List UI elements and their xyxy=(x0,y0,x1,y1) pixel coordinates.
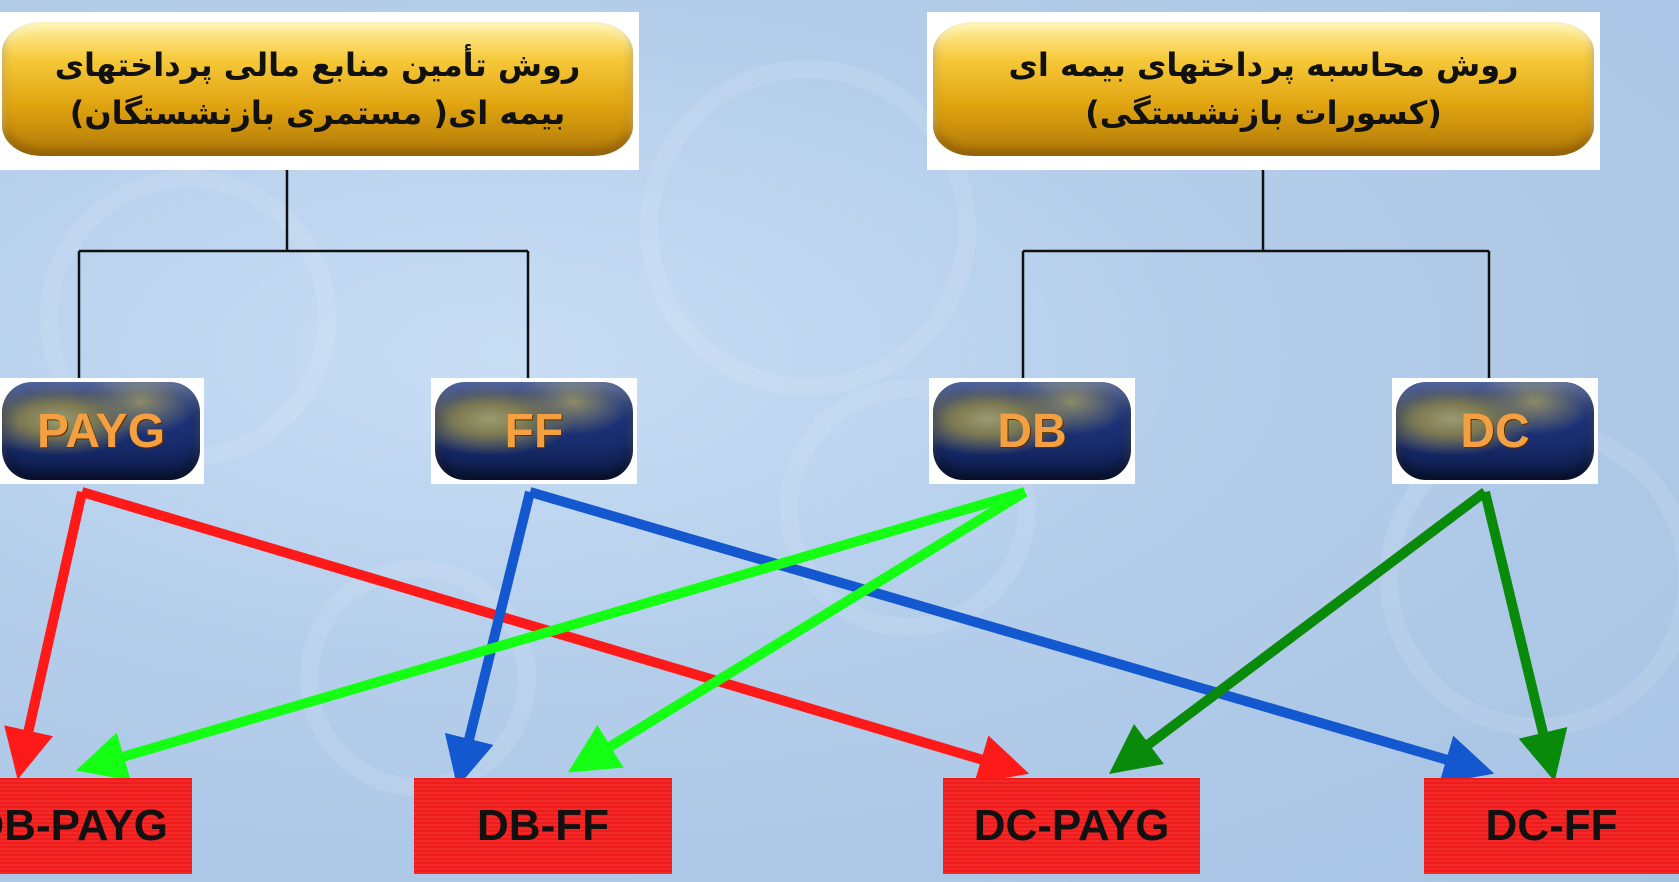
node-payg: PAYG xyxy=(0,378,204,484)
node-db-label: DB xyxy=(997,404,1067,458)
arrow-db-to-db-payg xyxy=(75,487,1027,781)
result-db-ff: DB-FF xyxy=(414,778,672,874)
node-ff: FF xyxy=(431,378,637,484)
arrow-ff-to-db-ff xyxy=(444,490,535,788)
globe-image: FF xyxy=(435,382,633,480)
header-plate-left: روش تأمین منابع مالی پرداختهای بیمه ای( … xyxy=(2,22,633,156)
arrow-payg-to-db-payg xyxy=(4,490,87,780)
result-dc-ff: DC-FF xyxy=(1424,778,1679,874)
result-db-ff-label: DB-FF xyxy=(477,801,609,850)
arrow-dc-to-dc-payg xyxy=(1109,488,1488,774)
arrow-dc-to-dc-ff xyxy=(1480,490,1568,782)
node-db: DB xyxy=(929,378,1135,484)
arrow-ff-to-dc-ff xyxy=(528,487,1495,784)
node-ff-label: FF xyxy=(504,404,564,458)
header-plate-right: روش محاسبه پرداختهای بیمه ای (کسورات باز… xyxy=(933,22,1594,156)
result-db-payg-label: DB-PAYG xyxy=(0,801,168,850)
node-dc-label: DC xyxy=(1460,404,1530,458)
globe-image: DC xyxy=(1396,382,1594,480)
globe-image: DB xyxy=(933,382,1131,480)
result-dc-payg: DC-PAYG xyxy=(943,778,1200,874)
node-payg-label: PAYG xyxy=(36,404,166,458)
result-dc-payg-label: DC-PAYG xyxy=(973,801,1170,850)
arrow-db-to-db-ff xyxy=(567,487,1028,773)
globe-image: PAYG xyxy=(2,382,200,480)
header-calculation-method: روش محاسبه پرداختهای بیمه ای (کسورات باز… xyxy=(927,12,1600,170)
node-dc: DC xyxy=(1392,378,1598,484)
header-calculation-method-text: روش محاسبه پرداختهای بیمه ای (کسورات باز… xyxy=(1008,46,1519,132)
header-financing-method: روش تأمین منابع مالی پرداختهای بیمه ای( … xyxy=(0,12,639,170)
result-dc-ff-label: DC-FF xyxy=(1485,801,1618,850)
result-db-payg: DB-PAYG xyxy=(0,778,192,874)
header-financing-method-text: روش تأمین منابع مالی پرداختهای بیمه ای( … xyxy=(54,46,581,132)
